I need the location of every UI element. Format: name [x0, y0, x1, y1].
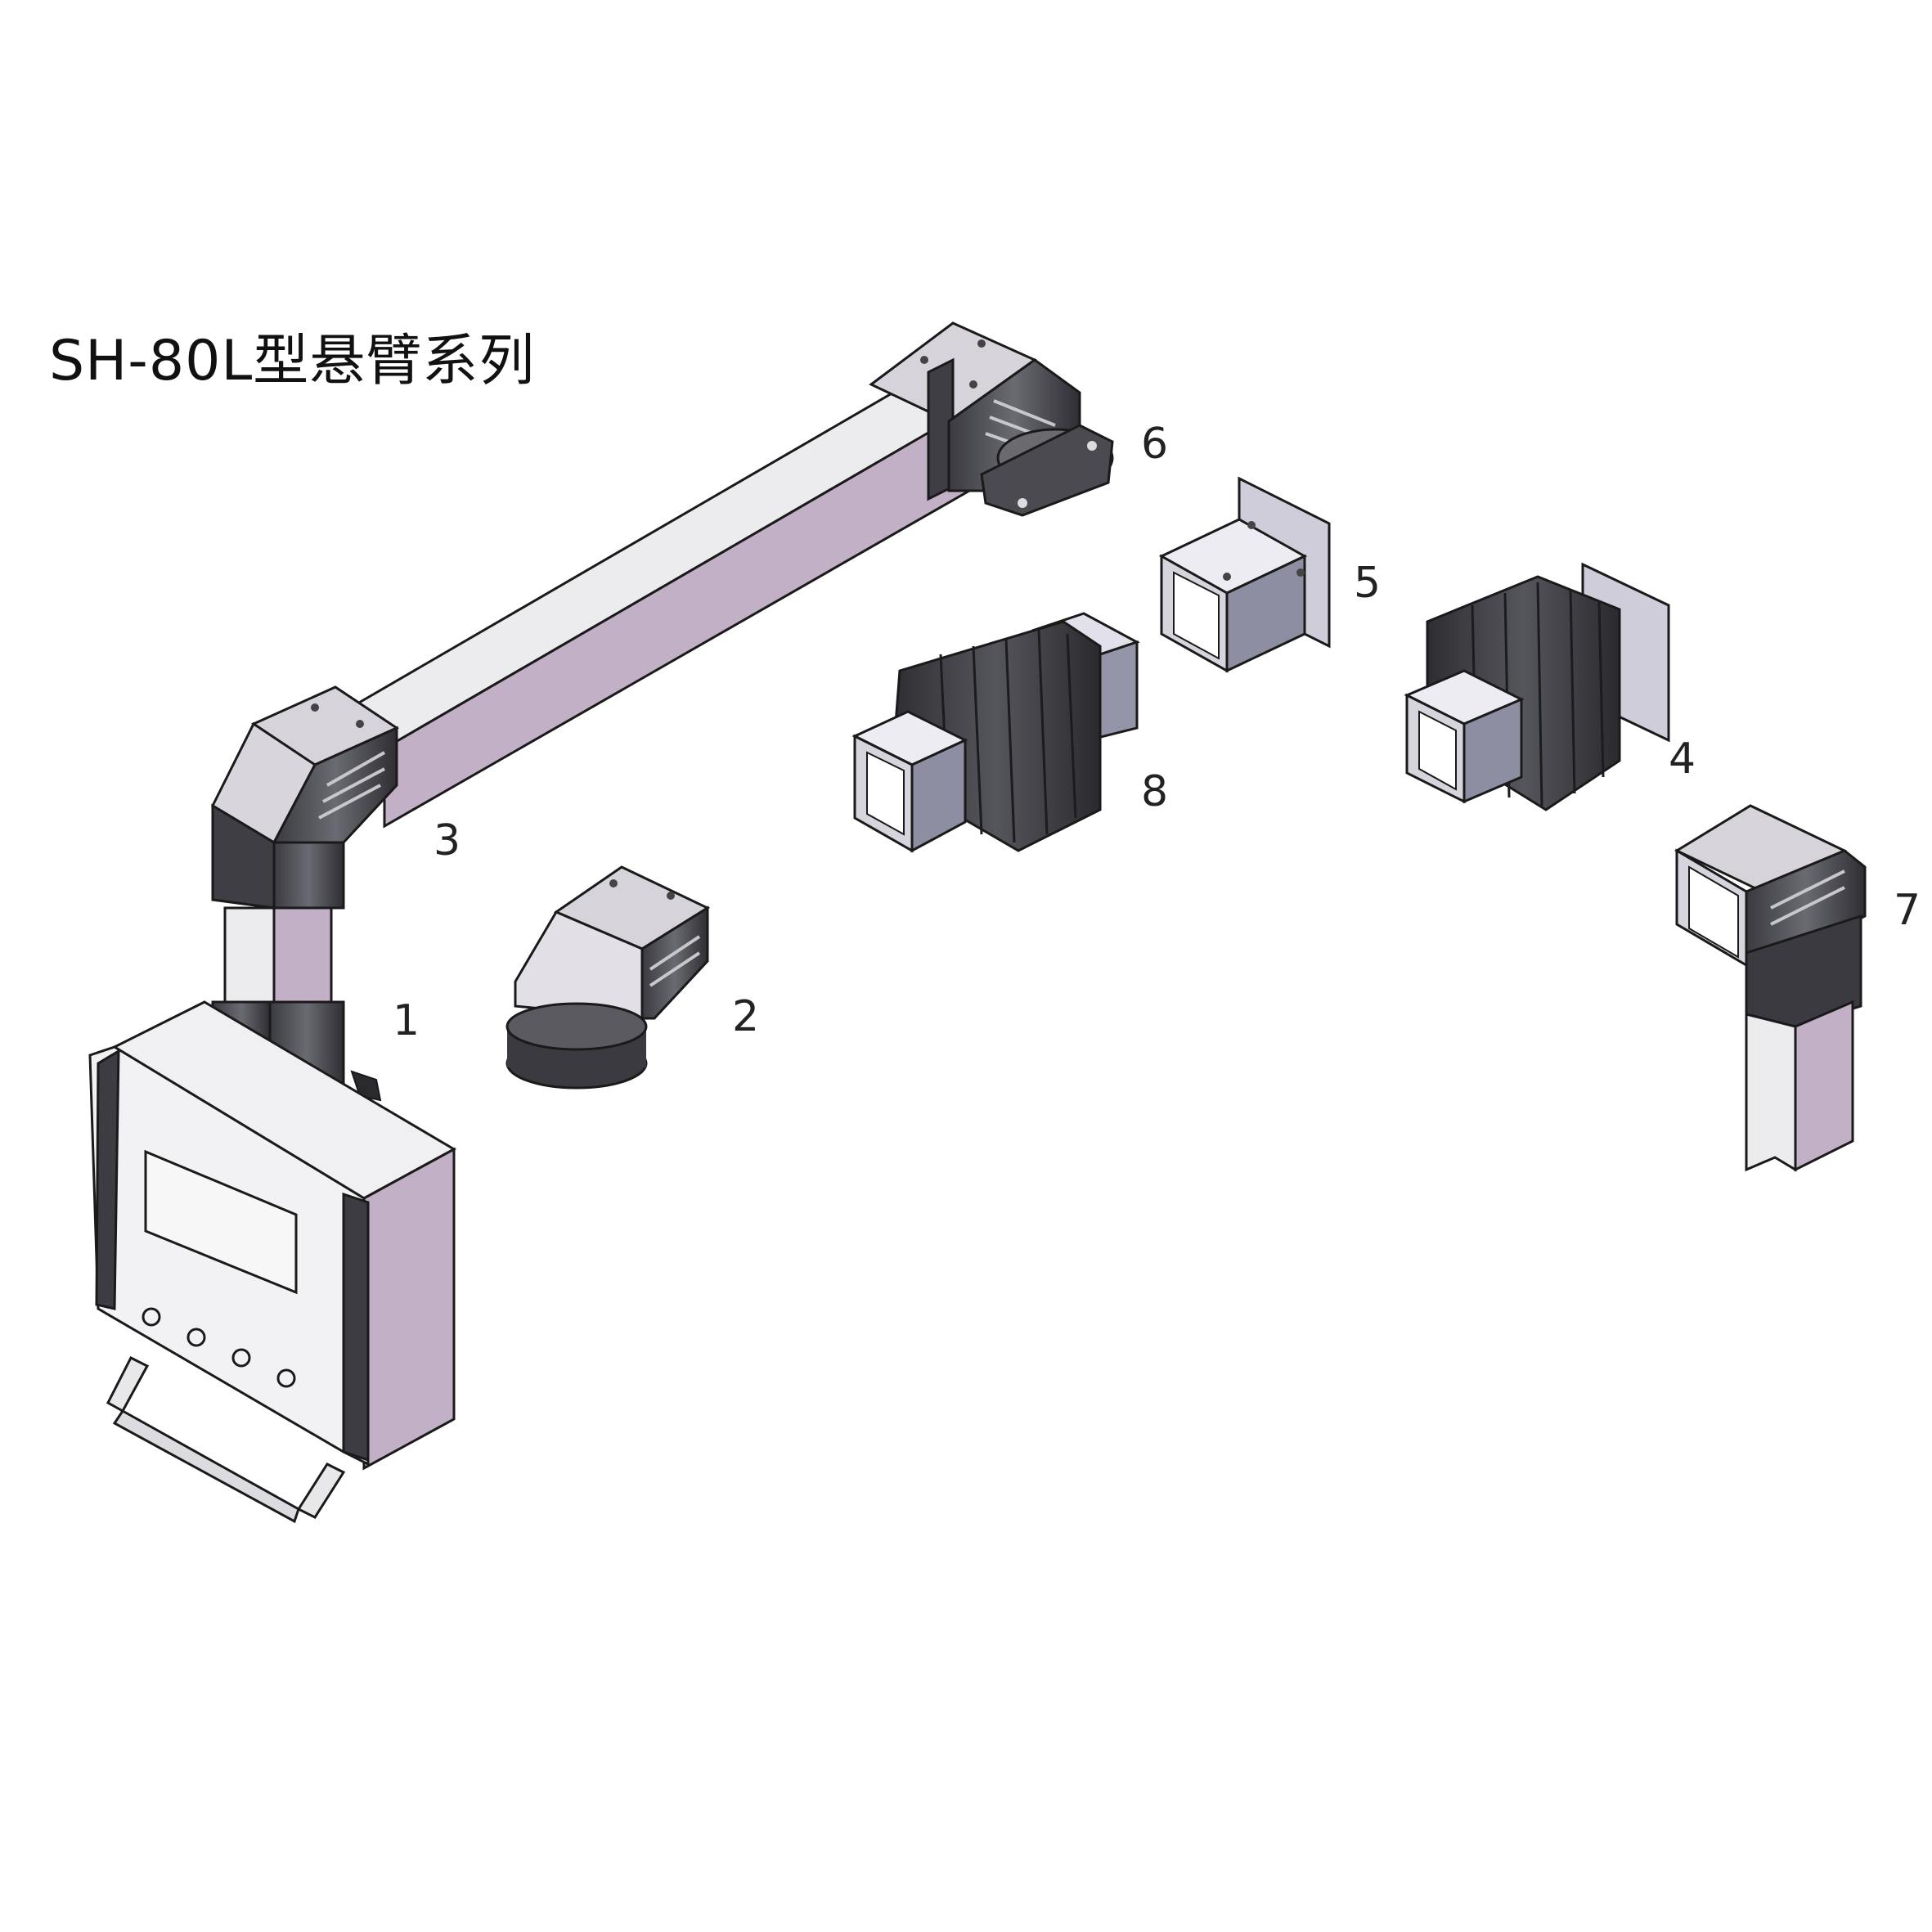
callout-6: 6 [1141, 420, 1168, 469]
vertical-tube [223, 906, 333, 1020]
main-arm-assembly [88, 321, 1114, 1524]
callout-1: 1 [393, 996, 420, 1045]
rotary-elbow-joint [505, 865, 711, 1090]
callout-5: 5 [1354, 559, 1381, 608]
handle [106, 1355, 346, 1524]
callout-2: 2 [732, 992, 759, 1041]
control-buttons [142, 1307, 296, 1388]
elbow-joint [211, 685, 400, 910]
bellows-wall-mount [1404, 562, 1670, 811]
callout-labels: 1 2 3 4 5 6 7 8 [393, 420, 1921, 1045]
control-box [88, 1000, 457, 1524]
top-rotary-head [869, 321, 1114, 517]
page-title: SH-80L型悬臂系列 [49, 329, 536, 393]
bellows-coupler [851, 612, 1140, 853]
wall-mount-bracket [1158, 476, 1331, 673]
callout-3: 3 [434, 816, 461, 865]
callout-8: 8 [1141, 767, 1168, 816]
callout-7: 7 [1894, 886, 1921, 935]
callout-4: 4 [1669, 735, 1696, 784]
rotary-elbow-with-tube [1674, 804, 1867, 1172]
